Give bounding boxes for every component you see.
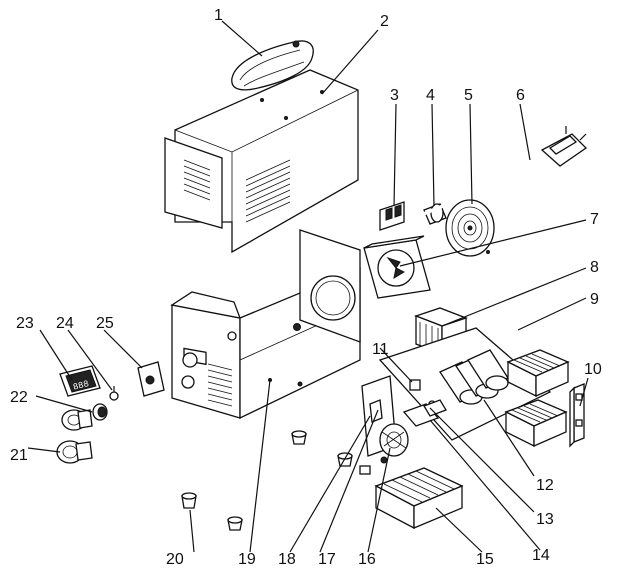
callout-14: 14 (532, 547, 550, 564)
callout-25: 25 (96, 315, 114, 332)
capacitor-group (439, 349, 509, 405)
potentiometer (109, 386, 119, 401)
callout-20: 20 (166, 551, 184, 568)
control-board (137, 361, 165, 397)
power-cord-plug (408, 126, 588, 222)
lower-heatsink (504, 399, 568, 448)
output-terminals (56, 409, 93, 464)
rubber-feet (181, 430, 353, 531)
foot (291, 430, 307, 445)
callout-24: 24 (56, 315, 74, 332)
callout-5: 5 (464, 87, 473, 104)
callout-13: 13 (536, 511, 554, 528)
callout-22: 22 (10, 389, 28, 406)
callout-19: 19 (238, 551, 256, 568)
top-cover (164, 69, 359, 254)
callout-9: 9 (590, 291, 599, 308)
terminal-upper (61, 409, 93, 431)
callout-21: 21 (10, 447, 28, 464)
callout-labels: 1 2 3 4 5 6 7 8 9 10 11 12 13 14 15 16 1… (10, 7, 602, 568)
callout-16: 16 (358, 551, 376, 568)
base-heatsink (374, 467, 464, 530)
foot (181, 492, 197, 509)
callout-6: 6 (516, 87, 525, 104)
fan-guard (445, 199, 495, 257)
callout-7: 7 (590, 211, 599, 228)
pcb-bracket (569, 383, 585, 448)
power-switch (379, 201, 405, 231)
cooling-fan (363, 235, 431, 299)
callout-8: 8 (590, 259, 599, 276)
main-pcb-assembly (378, 327, 570, 448)
carry-handle (231, 40, 314, 91)
terminal-lower (56, 440, 93, 464)
svg-text:888: 888 (72, 379, 90, 393)
callout-15: 15 (476, 551, 494, 568)
digital-display: 888 (59, 365, 101, 397)
callout-4: 4 (426, 87, 435, 104)
callout-23: 23 (16, 315, 34, 332)
callout-17: 17 (318, 551, 336, 568)
output-inductor (359, 423, 409, 475)
upper-heatsink (506, 349, 570, 398)
leader-lines (27, 20, 589, 553)
callout-10: 10 (584, 361, 602, 378)
callout-2: 2 (380, 13, 389, 30)
chassis-base (170, 229, 361, 420)
control-knob (92, 403, 108, 421)
callout-18: 18 (278, 551, 296, 568)
callout-11: 11 (372, 341, 389, 358)
callout-12: 12 (536, 477, 554, 494)
foot (227, 516, 243, 531)
callout-1: 1 (214, 7, 223, 24)
callout-3: 3 (390, 87, 399, 104)
